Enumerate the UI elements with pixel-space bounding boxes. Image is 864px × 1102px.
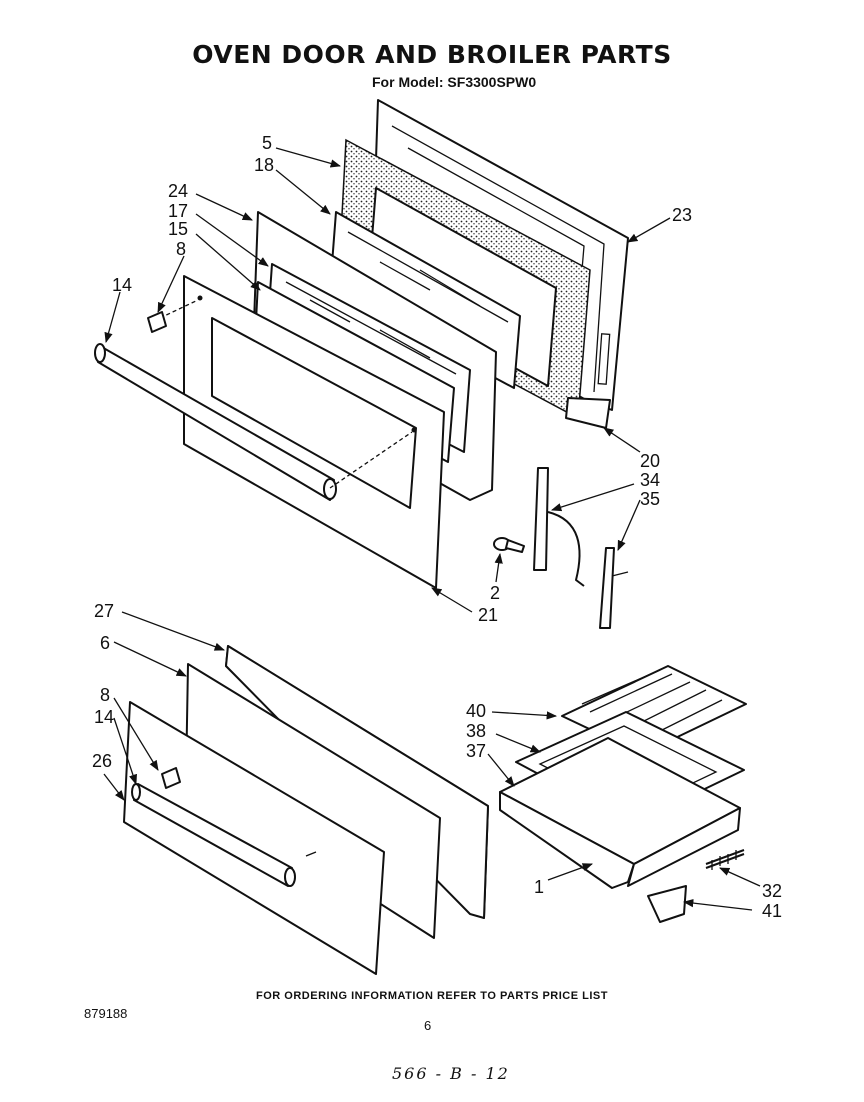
callout-27: 27 [94, 601, 115, 621]
hinge-receiver [599, 547, 629, 629]
broiler-drawer-front [123, 701, 385, 975]
page-title: OVEN DOOR AND BROILER PARTS [192, 40, 672, 69]
door-hinge [493, 467, 585, 587]
broiler-drawer-handle [131, 767, 317, 887]
callout-38: 38 [466, 721, 487, 741]
callout-14-lower: 14 [94, 707, 115, 727]
callout-20: 20 [640, 451, 661, 471]
callout-40: 40 [466, 701, 487, 721]
callout-32: 32 [762, 881, 783, 901]
ordering-note: FOR ORDERING INFORMATION REFER TO PARTS … [256, 990, 608, 1002]
callout-26: 26 [92, 751, 113, 771]
callout-21: 21 [478, 605, 499, 625]
callout-18: 18 [254, 155, 275, 175]
callout-23: 23 [672, 205, 693, 225]
callout-8-lower: 8 [100, 685, 111, 705]
leader-lines [103, 147, 761, 911]
callout-15: 15 [168, 219, 189, 239]
oven-door-handle [94, 299, 413, 501]
callout-8-upper: 8 [176, 239, 187, 259]
callout-2: 2 [490, 583, 501, 603]
callout-35: 35 [640, 489, 661, 509]
callout-34: 34 [640, 470, 661, 490]
broiler-spring [705, 849, 745, 870]
callout-41: 41 [762, 901, 783, 921]
handle-screw [147, 311, 167, 333]
callout-5: 5 [262, 133, 273, 153]
model-subtitle: For Model: SF3300SPW0 [372, 74, 537, 90]
callout-24: 24 [168, 181, 189, 201]
callout-6: 6 [100, 633, 111, 653]
door-bracket [565, 397, 611, 429]
handwritten-note: 566 - B - 12 [392, 1064, 510, 1083]
callout-37: 37 [466, 741, 487, 761]
document-number: 879188 [84, 1006, 128, 1021]
callout-17: 17 [168, 201, 189, 221]
broiler-pan [499, 737, 741, 889]
page-number: 6 [424, 1018, 432, 1033]
callout-14-upper: 14 [112, 275, 133, 295]
broiler-clip [647, 885, 687, 923]
callout-1: 1 [534, 877, 545, 897]
